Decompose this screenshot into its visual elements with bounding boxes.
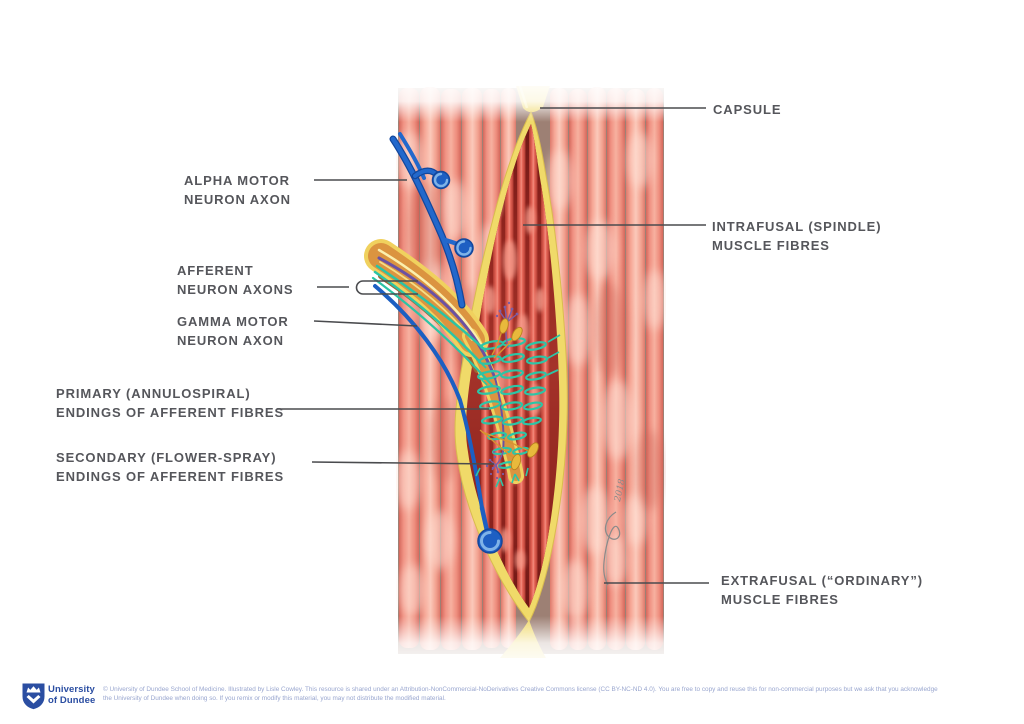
leader-lines [277,107,709,584]
leader-secondary [311,461,495,465]
label-secondary-line1: SECONDARY (FLOWER-SPRAY) [56,450,277,465]
top-fade [392,76,670,122]
label-intrafusal-line1: INTRAFUSAL (SPINDLE) [712,219,882,234]
label-afferent-line1: AFFERENT [177,263,254,278]
signature-year: 2018 [613,478,628,504]
label-extrafusal-line1: EXTRAFUSAL (“ORDINARY”) [721,573,923,588]
label-alpha-motor-neuron-axon: ALPHA MOTOR NEURON AXON [184,171,291,209]
footer: University of Dundee © University of Dun… [0,678,1024,718]
label-extrafusal-fibres: EXTRAFUSAL (“ORDINARY”) MUSCLE FIBRES [721,571,923,609]
label-afferent-line2: NEURON AXONS [177,282,294,297]
leader-afferent-bracket [355,280,418,295]
label-primary-line1: PRIMARY (ANNULOSPIRAL) [56,386,251,401]
university-name-line1: University [48,684,95,695]
alpha-motor-axon [389,132,503,554]
label-alpha-line2: NEURON AXON [184,192,291,207]
label-capsule-line1: CAPSULE [713,102,782,117]
label-secondary-line2: ENDINGS OF AFFERENT FIBRES [56,469,285,484]
university-name: University of Dundee [48,684,95,706]
university-of-dundee-shield-icon [22,683,45,710]
label-alpha-line1: ALPHA MOTOR [184,173,290,188]
flower-spray-endings [479,301,539,480]
label-afferent-neuron-axons: AFFERENT NEURON AXONS [177,261,294,299]
label-extrafusal-line2: MUSCLE FIBRES [721,592,839,607]
label-gamma-motor-neuron-axon: GAMMA MOTOR NEURON AXON [177,312,289,350]
bottom-fade [392,616,670,670]
label-primary-endings: PRIMARY (ANNULOSPIRAL) ENDINGS OF AFFERE… [56,384,284,422]
label-gamma-line2: NEURON AXON [177,333,284,348]
signature-flourish [603,511,621,586]
leader-gamma [313,320,418,327]
label-secondary-endings: SECONDARY (FLOWER-SPRAY) ENDINGS OF AFFE… [56,448,284,486]
copyright-notice: © University of Dundee School of Medicin… [103,685,938,703]
label-intrafusal-line2: MUSCLE FIBRES [712,238,830,253]
label-gamma-line1: GAMMA MOTOR [177,314,289,329]
annulospiral-endings [475,334,561,488]
label-primary-line2: ENDINGS OF AFFERENT FIBRES [56,405,285,420]
copyright-line2: the University of Dundee when doing so. … [103,695,446,702]
university-name-line2: of Dundee [48,695,96,706]
copyright-line1: © University of Dundee School of Medicin… [103,686,938,693]
artist-signature: 2018 [603,478,628,586]
label-intrafusal-fibres: INTRAFUSAL (SPINDLE) MUSCLE FIBRES [712,217,881,255]
label-capsule: CAPSULE [713,100,781,119]
capsule-shape [454,85,568,658]
